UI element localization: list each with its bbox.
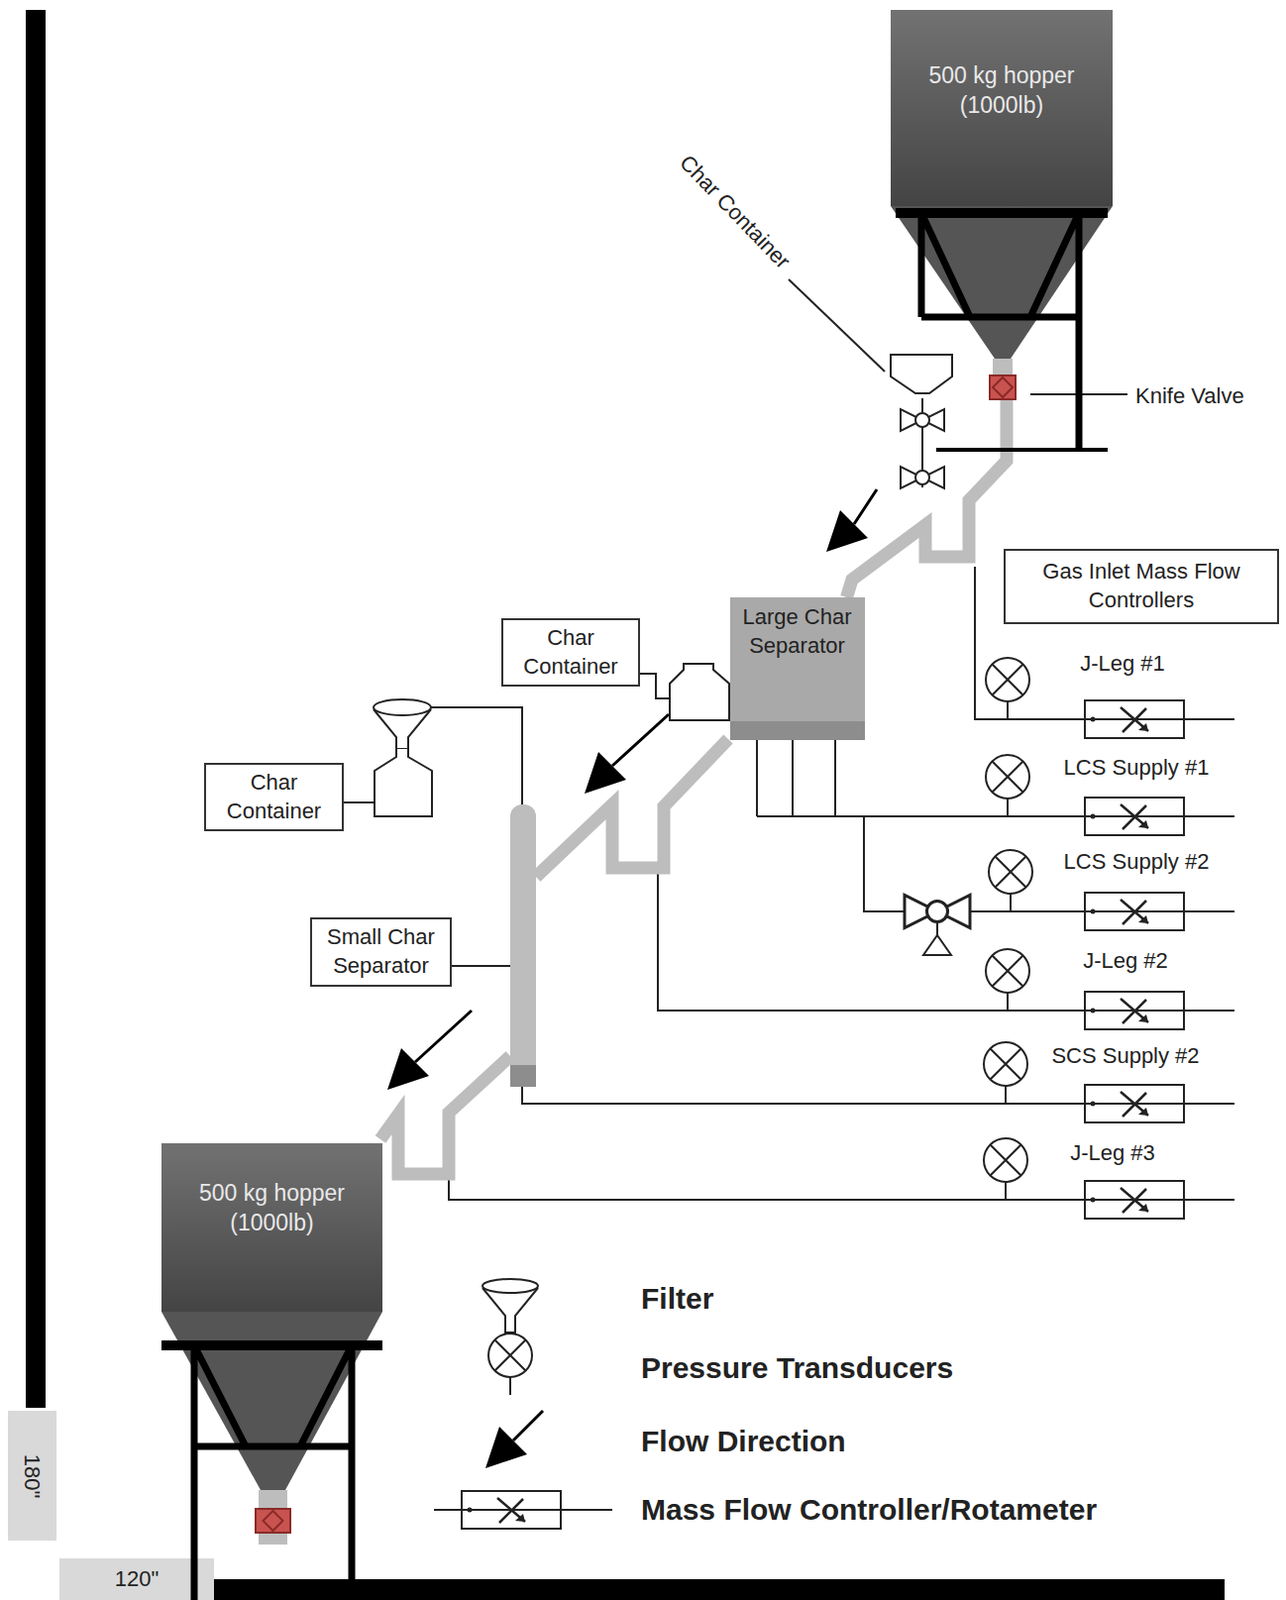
line-label: J-Leg #1 [1079,650,1166,677]
legend-text: Flow Direction [641,1424,847,1459]
dimension-label: 120" [114,1566,160,1593]
label-box: Small Char Separator [310,917,452,986]
callout-label: Knife Valve [1135,383,1245,410]
legend-text: Filter [641,1282,714,1316]
hopper: 500 kg hopper (1000lb) [161,1143,383,1600]
legend-text: Pressure Transducers [641,1351,954,1386]
label-box: Gas Inlet Mass Flow Controllers [1003,548,1280,625]
line-label: J-Leg #3 [1070,1140,1156,1167]
node-text: Large Char Separator [739,603,857,741]
dimension-label: 180" [18,1454,45,1500]
line-label: LCS Supply #2 [1064,849,1210,875]
node-text: 500 kg hopper (1000lb) [183,1178,362,1239]
label-box: Char Container [501,618,641,687]
line-label: LCS Supply #1 [1064,754,1210,781]
legend-text: Mass Flow Controller/Rotameter [641,1493,1097,1527]
node-text: Char Container [511,624,631,681]
separator-box: Large Char Separator [730,597,865,741]
line-label: SCS Supply #2 [1051,1043,1199,1070]
node-text: Gas Inlet Mass Flow Controllers [1017,557,1266,615]
node-text: 500 kg hopper (1000lb) [912,61,1091,121]
callout-label: Char Container [674,149,796,274]
label-box: Char Container [204,762,344,832]
node-text: Char Container [214,768,334,826]
hopper: 500 kg hopper (1000lb) [890,9,1113,399]
pipe-connector [847,398,1008,598]
node-text: Small Char Separator [319,923,443,980]
line-label: J-Leg #2 [1082,948,1169,974]
